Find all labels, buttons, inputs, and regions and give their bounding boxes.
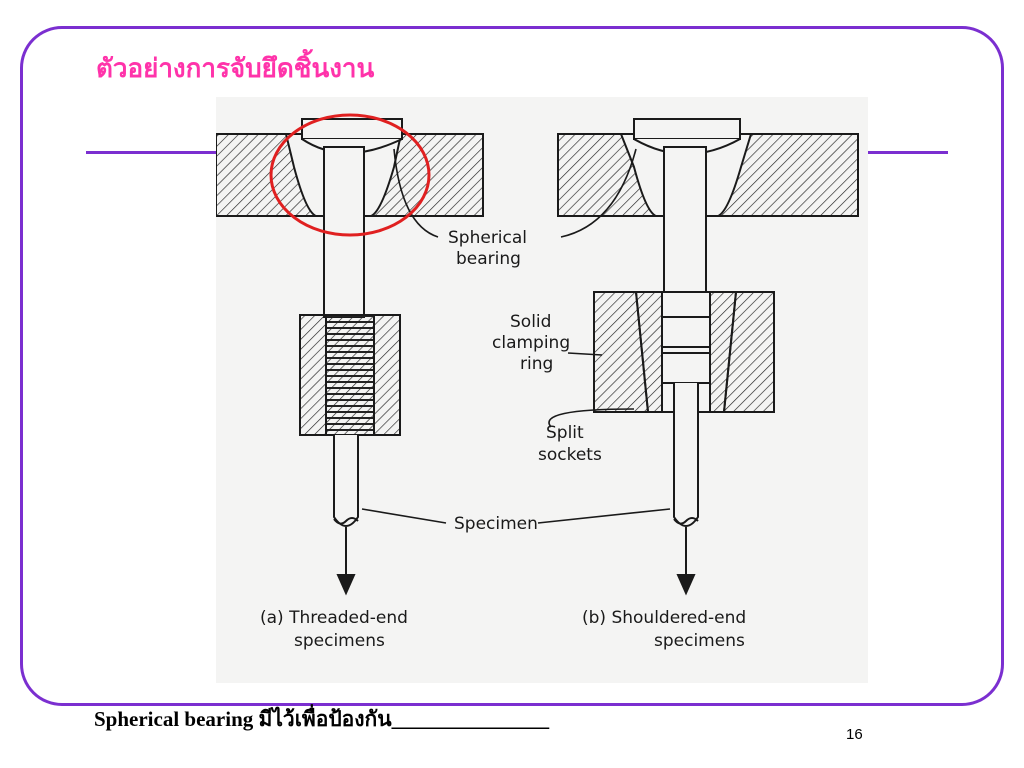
- label-specimen: Specimen: [454, 514, 538, 534]
- leader-specimen-b: [537, 508, 671, 524]
- title-rule-right: [868, 151, 948, 154]
- label-spherical-bearing-line2: bearing: [456, 249, 521, 269]
- caption-a-line1: (a) Threaded-end: [260, 608, 408, 628]
- specimen-shoulder-bottom-b: [661, 352, 711, 384]
- specimen-shoulder-top-b: [661, 316, 711, 348]
- leader-clamping: [567, 352, 603, 356]
- caption-b-line1: (b) Shouldered-end: [582, 608, 746, 628]
- shaft-b: [663, 146, 707, 308]
- load-arrow-head-b: [676, 574, 696, 596]
- page-number: 16: [846, 726, 863, 743]
- specimen-break-a: [333, 517, 359, 525]
- specimen-grip-diagram: Spherical bearing Solid clamping ring Sp…: [216, 97, 868, 683]
- label-solid-clamping-line2: clamping: [492, 333, 570, 353]
- specimen-break-b: [673, 517, 699, 525]
- caption-a-line2: specimens: [294, 631, 385, 651]
- caption-b-line2: specimens: [654, 631, 745, 651]
- threaded-end-a: [325, 314, 375, 436]
- question-caption: Spherical bearing มีไว้เพื่อป้องกัน_____…: [94, 707, 550, 731]
- label-spherical-bearing-line1: Spherical: [448, 228, 527, 248]
- assembly-b: [557, 118, 859, 596]
- leader-lines: [361, 148, 671, 524]
- slide-frame: [20, 26, 1004, 706]
- slide-title: ตัวอย่างการจับยึดชิ้นงาน: [96, 54, 375, 83]
- specimen-a: [333, 435, 359, 527]
- bearing-head-b: [633, 118, 741, 140]
- label-split-sockets-line1: Split: [546, 423, 584, 443]
- label-solid-clamping-line3: ring: [520, 354, 553, 374]
- leader-spherical-a: [393, 148, 439, 238]
- label-split-sockets-line2: sockets: [538, 445, 602, 465]
- load-arrow-head-a: [336, 574, 356, 596]
- title-rule-left: [86, 151, 216, 154]
- leader-split: [548, 408, 635, 428]
- highlight-circle: [269, 113, 431, 237]
- diagram-svg: Spherical bearing Solid clamping ring Sp…: [216, 113, 859, 651]
- leader-specimen-a: [361, 508, 447, 524]
- label-solid-clamping-line1: Solid: [510, 312, 551, 332]
- specimen-b: [673, 383, 699, 527]
- leader-spherical-b: [560, 148, 637, 238]
- split-socket-left-b: [634, 291, 663, 413]
